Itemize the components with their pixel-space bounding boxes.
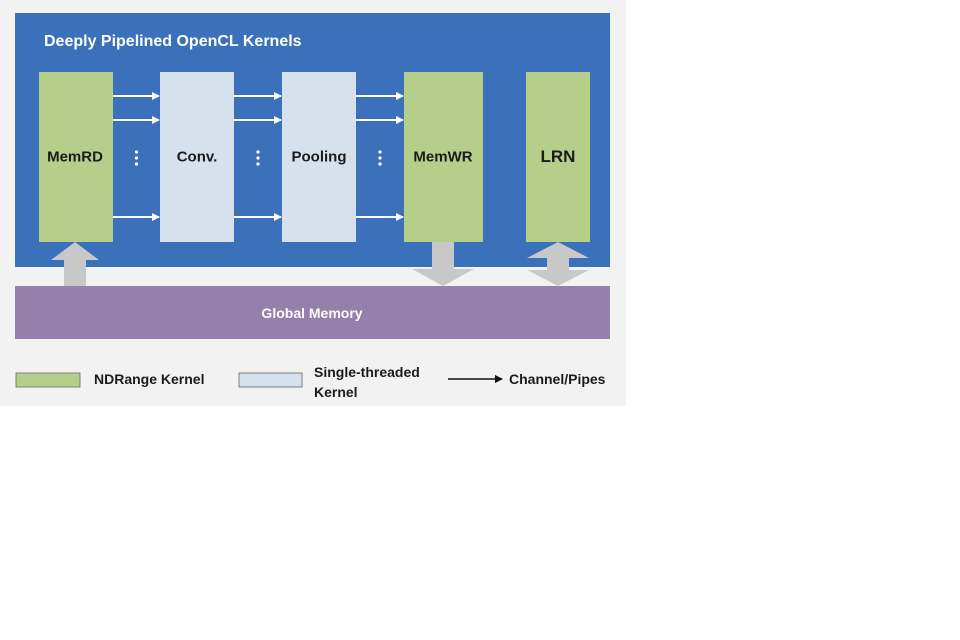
lrn-memory-arrow	[527, 242, 589, 286]
legend-single-swatch	[238, 372, 303, 388]
channel-ellipsis-dot-2-2	[378, 162, 382, 166]
kernel-memwr-label: MemWR	[413, 148, 473, 166]
channel-ellipsis-dot-0-1	[134, 156, 139, 160]
kernel-memrd-box	[39, 72, 113, 242]
diagram-title: Deeply Pipelined OpenCL Kernels	[44, 33, 302, 50]
kernel-pooling-label: Pooling	[291, 148, 347, 166]
channel-ellipsis-dot-1-0	[256, 150, 260, 154]
memwr-write-arrow	[412, 242, 474, 286]
kernel-memwr-box	[404, 72, 483, 242]
global-memory-box	[15, 286, 610, 339]
kernel-conv-label: Conv.	[176, 148, 218, 166]
channel-ellipsis-dot-0-2	[134, 162, 139, 166]
memrd-read-arrow	[51, 242, 99, 286]
diagram-canvas	[15, 13, 610, 388]
global-memory-label: Global Memory	[261, 305, 363, 321]
channel-ellipsis-dot-1-1	[256, 156, 260, 160]
channel-ellipsis-dot-2-1	[378, 156, 382, 160]
channel-ellipsis-dot-0-0	[134, 150, 139, 154]
legend-ndrange-swatch	[15, 372, 81, 388]
kernel-lrn-box	[526, 72, 590, 242]
legend-single-label: Single-threaded Kernel	[314, 362, 420, 402]
channel-ellipsis-dot-2-0	[378, 150, 382, 154]
kernel-memrd-label: MemRD	[47, 148, 103, 166]
kernel-pooling-box	[282, 72, 356, 242]
kernel-conv-box	[160, 72, 234, 242]
legend-ndrange-label: NDRange Kernel	[94, 371, 205, 387]
diagram-figure: Deeply Pipelined OpenCL Kernels MemRD Co…	[0, 0, 626, 406]
legend-channel-label: Channel/Pipes	[509, 371, 606, 387]
legend-single-line1: Single-threaded	[314, 364, 420, 380]
kernel-lrn-label: LRN	[540, 147, 576, 166]
legend-single-line2: Kernel	[314, 384, 358, 400]
channel-ellipsis-dot-1-2	[256, 162, 260, 166]
